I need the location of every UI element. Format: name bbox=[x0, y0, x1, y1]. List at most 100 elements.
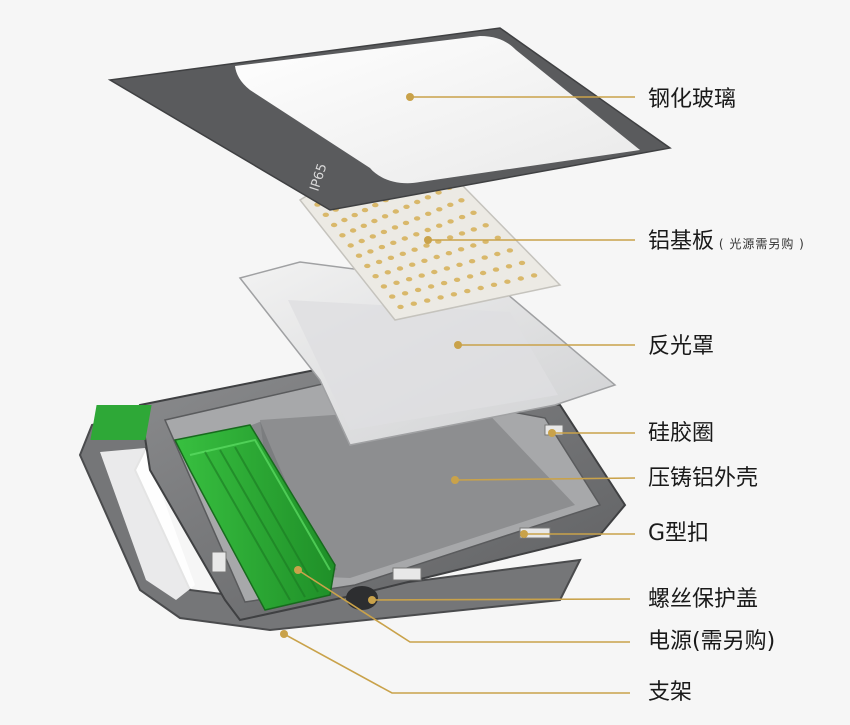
led-dot bbox=[451, 292, 457, 296]
led-dot bbox=[331, 223, 337, 227]
led-dot bbox=[467, 274, 473, 278]
led-dot bbox=[506, 264, 512, 268]
led-dot bbox=[437, 295, 443, 299]
led-dot bbox=[382, 214, 388, 218]
led-dot bbox=[434, 255, 440, 259]
leader-dot-glass bbox=[406, 93, 414, 101]
led-dot bbox=[478, 286, 484, 290]
led-dot bbox=[480, 271, 486, 275]
label-text-board: 铝基板 bbox=[648, 229, 714, 254]
led-dot bbox=[531, 273, 537, 277]
label-glass: 钢化玻璃 bbox=[648, 86, 736, 114]
led-dot bbox=[507, 248, 513, 252]
led-dot bbox=[431, 270, 437, 274]
led-dot bbox=[341, 218, 347, 222]
led-dot bbox=[362, 208, 368, 212]
label-text-bracket: 支架 bbox=[648, 680, 692, 705]
led-dot bbox=[446, 251, 452, 255]
leader-dot-reflector bbox=[454, 341, 462, 349]
led-dot bbox=[406, 277, 412, 281]
led-dot bbox=[352, 213, 358, 217]
leader-line-cap bbox=[372, 599, 630, 600]
led-dot bbox=[389, 294, 395, 298]
leader-dot-cap bbox=[368, 596, 376, 604]
label-text-glass: 钢化玻璃 bbox=[648, 87, 736, 112]
led-dot bbox=[402, 236, 408, 240]
label-driver: 电源(需另购) bbox=[648, 628, 775, 656]
label-bracket: 支架 bbox=[648, 679, 692, 707]
led-dot bbox=[371, 219, 377, 223]
led-dot bbox=[367, 249, 373, 253]
led-dot bbox=[494, 252, 500, 256]
led-dot bbox=[397, 266, 403, 270]
led-dot bbox=[482, 255, 488, 259]
led-dot bbox=[385, 270, 391, 274]
led-dot bbox=[421, 259, 427, 263]
label-housing: 压铸铝外壳 bbox=[648, 465, 758, 493]
label-cap: 螺丝保护盖 bbox=[648, 586, 758, 614]
led-dot bbox=[458, 247, 464, 251]
led-dot bbox=[415, 288, 421, 292]
leader-dot-housing bbox=[451, 476, 459, 484]
led-dot bbox=[379, 245, 385, 249]
led-dot bbox=[459, 231, 465, 235]
led-dot bbox=[447, 203, 453, 207]
label-text-driver: 电源(需另购) bbox=[648, 629, 775, 654]
led-dot bbox=[425, 195, 431, 199]
led-dot bbox=[393, 209, 399, 213]
led-dot bbox=[390, 241, 396, 245]
label-clip: G型扣 bbox=[648, 520, 709, 548]
led-dot bbox=[470, 211, 476, 215]
led-dot bbox=[504, 280, 510, 284]
label-text-clip: G型扣 bbox=[648, 521, 709, 546]
led-dot bbox=[381, 284, 387, 288]
led-dot bbox=[423, 243, 429, 247]
led-dot bbox=[447, 235, 453, 239]
led-dot bbox=[436, 207, 442, 211]
leader-dot-driver bbox=[294, 566, 302, 574]
led-dot bbox=[491, 283, 497, 287]
label-text-cap: 螺丝保护盖 bbox=[648, 587, 758, 612]
label-note-board: ( 光源需另购 ) bbox=[714, 237, 805, 251]
led-dot bbox=[364, 264, 370, 268]
led-dot bbox=[370, 234, 376, 238]
led-dot bbox=[519, 261, 525, 265]
led-dot bbox=[483, 223, 489, 227]
led-dot bbox=[469, 259, 475, 263]
led-dot bbox=[356, 254, 362, 258]
led-dot bbox=[372, 203, 378, 207]
label-text-reflector: 反光罩 bbox=[648, 334, 714, 359]
led-dot bbox=[459, 215, 465, 219]
led-dot bbox=[403, 221, 409, 225]
glass-panel-shape: IP65 bbox=[110, 28, 670, 210]
led-dot bbox=[444, 266, 450, 270]
led-dot bbox=[419, 273, 425, 277]
led-dot bbox=[411, 302, 417, 306]
led-dot bbox=[470, 243, 476, 247]
led-dot bbox=[436, 224, 442, 228]
leader-dot-clip bbox=[520, 530, 528, 538]
leader-line-bracket bbox=[284, 634, 630, 693]
led-dot bbox=[414, 216, 420, 220]
led-dot bbox=[348, 243, 354, 247]
led-dot bbox=[425, 212, 431, 216]
led-dot bbox=[447, 219, 453, 223]
led-dot bbox=[392, 225, 398, 229]
led-dot bbox=[376, 260, 382, 264]
led-dot bbox=[323, 213, 329, 217]
led-dot bbox=[458, 198, 464, 202]
led-dot bbox=[409, 263, 415, 267]
led-dot bbox=[388, 256, 394, 260]
leader-dot-board bbox=[424, 236, 432, 244]
led-dot bbox=[428, 284, 434, 288]
led-dot bbox=[361, 224, 367, 228]
label-gasket: 硅胶圈 bbox=[648, 420, 714, 448]
led-dot bbox=[403, 205, 409, 209]
led-dot bbox=[372, 274, 378, 278]
led-dot bbox=[381, 230, 387, 234]
led-dot bbox=[441, 281, 447, 285]
led-dot bbox=[393, 281, 399, 285]
led-dot bbox=[456, 263, 462, 267]
led-dot bbox=[425, 228, 431, 232]
